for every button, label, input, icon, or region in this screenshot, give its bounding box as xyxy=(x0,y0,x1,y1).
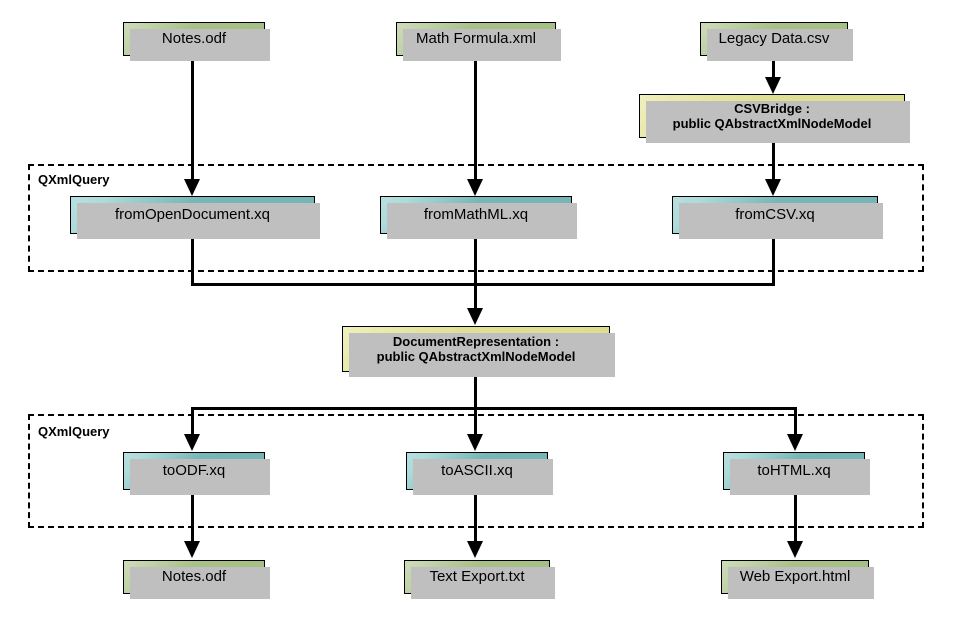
node-shadow xyxy=(77,203,320,239)
node-documentrepresentation-class[interactable]: DocumentRepresentation : public QAbstrac… xyxy=(342,326,615,377)
edge-mathformula-to-frommathml xyxy=(474,56,477,180)
node-shadow xyxy=(130,459,270,495)
node-label: Notes.odf xyxy=(161,30,227,48)
arrowhead-notes-odf-output xyxy=(184,541,200,558)
node-shadow xyxy=(707,29,853,61)
edge-notes-to-fromopendocument xyxy=(191,56,194,180)
node-label: DocumentRepresentation : public QAbstrac… xyxy=(376,333,576,364)
node-label: Notes.odf xyxy=(161,568,227,586)
node-shadow xyxy=(413,459,553,495)
node-csvbridge-class[interactable]: CSVBridge : public QAbstractXmlNodeModel xyxy=(639,94,910,143)
edge-toodf-to-notes xyxy=(191,490,194,542)
node-label: Web Export.html xyxy=(739,568,851,586)
node-tohtml-xq[interactable]: toHTML.xq xyxy=(723,452,870,495)
node-shadow xyxy=(403,29,561,61)
node-shadow xyxy=(728,567,874,599)
node-legacy-data-csv[interactable]: Legacy Data.csv xyxy=(700,22,853,61)
node-label: CSVBridge : public QAbstractXmlNodeModel xyxy=(672,100,872,131)
node-shadow xyxy=(730,459,870,495)
edge-legacydata-to-csvbridge xyxy=(772,56,775,78)
edge-merge-bar-input xyxy=(191,283,775,286)
edge-fromcsv-down xyxy=(772,234,775,286)
node-label: toHTML.xq xyxy=(757,462,831,480)
node-fromopendocument-xq[interactable]: fromOpenDocument.xq xyxy=(70,196,320,239)
node-label: Text Export.txt xyxy=(429,568,525,586)
node-shadow xyxy=(411,567,555,599)
edge-split-to-toascii xyxy=(474,407,477,436)
edge-split-bar-output xyxy=(191,407,797,410)
arrowhead-frommathml xyxy=(467,179,483,196)
group-qxmlquery-input-label: QXmlQuery xyxy=(38,172,110,187)
node-web-export-html[interactable]: Web Export.html xyxy=(721,560,874,599)
node-notes-odf-input[interactable]: Notes.odf xyxy=(123,22,270,61)
arrowhead-tohtml xyxy=(787,434,803,451)
arrowhead-toascii xyxy=(467,434,483,451)
edge-split-to-tohtml xyxy=(794,407,797,436)
edge-documentrepresentation-down xyxy=(474,372,477,410)
node-toascii-xq[interactable]: toASCII.xq xyxy=(406,452,553,495)
node-label: fromMathML.xq xyxy=(423,206,529,224)
arrowhead-toodf xyxy=(184,434,200,451)
node-math-formula-xml[interactable]: Math Formula.xml xyxy=(396,22,561,61)
node-text-export-txt[interactable]: Text Export.txt xyxy=(404,560,555,599)
node-frommathml-xq[interactable]: fromMathML.xq xyxy=(380,196,577,239)
edge-tohtml-to-webexport xyxy=(794,490,797,542)
node-shadow xyxy=(130,567,270,599)
node-shadow xyxy=(349,333,615,377)
node-notes-odf-output[interactable]: Notes.odf xyxy=(123,560,270,599)
edge-merge-to-documentrepresentation xyxy=(474,283,477,309)
node-toodf-xq[interactable]: toODF.xq xyxy=(123,452,270,495)
node-shadow xyxy=(130,29,270,61)
group-qxmlquery-output-label: QXmlQuery xyxy=(38,424,110,439)
edge-split-to-toodf xyxy=(191,407,194,436)
arrowhead-fromcsv xyxy=(765,179,781,196)
node-label: toODF.xq xyxy=(162,462,226,480)
edge-toascii-to-textexport xyxy=(474,490,477,542)
arrowhead-documentrepresentation xyxy=(467,308,483,325)
node-label: Math Formula.xml xyxy=(415,30,537,48)
arrowhead-text-export-txt xyxy=(467,541,483,558)
edge-csvbridge-to-fromcsv xyxy=(772,138,775,180)
node-shadow xyxy=(646,101,910,143)
node-label: toASCII.xq xyxy=(441,462,513,480)
node-shadow xyxy=(387,203,577,239)
arrowhead-fromopendocument xyxy=(184,179,200,196)
node-label: fromCSV.xq xyxy=(735,206,815,224)
node-label: fromOpenDocument.xq xyxy=(114,206,271,224)
edge-fromopendocument-down xyxy=(191,234,194,286)
node-fromcsv-xq[interactable]: fromCSV.xq xyxy=(672,196,883,239)
node-shadow xyxy=(679,203,883,239)
node-label: Legacy Data.csv xyxy=(718,30,830,48)
arrowhead-csvbridge xyxy=(765,77,781,94)
edge-frommathml-down xyxy=(474,234,477,286)
arrowhead-web-export-html xyxy=(787,541,803,558)
